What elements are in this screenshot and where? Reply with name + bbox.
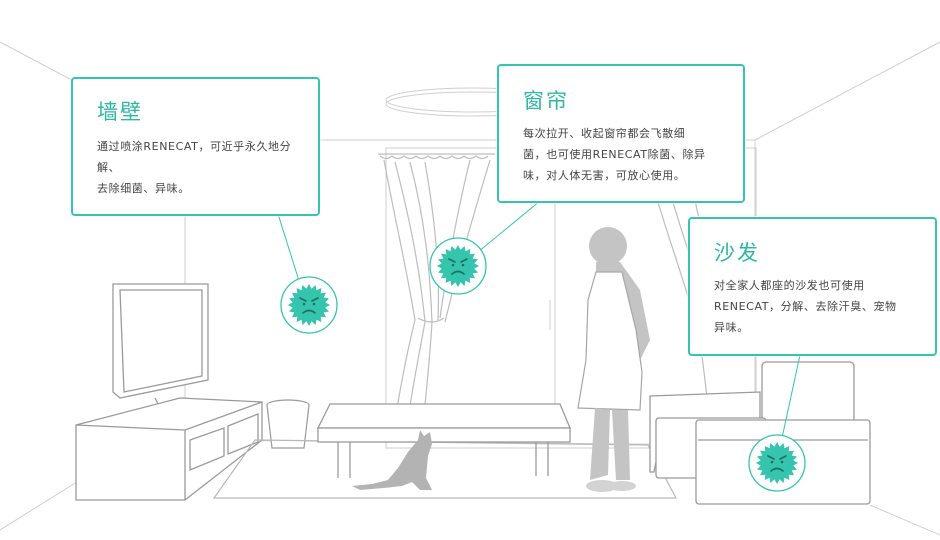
callout-wall: 墙壁 通过喷涂RENECAT，可近乎永久地分解、 去除细菌、异味。 — [71, 77, 320, 216]
callout-text-line: 味，对人体无害，可放心使用。 — [523, 169, 686, 182]
rug — [212, 439, 677, 499]
coffee-table — [316, 403, 571, 478]
callout-connectors — [277, 200, 801, 439]
tv-set — [75, 283, 263, 501]
callout-text-line: 去除细菌、异味。 — [97, 182, 190, 195]
callout-title: 墙壁 — [97, 100, 143, 124]
callout-title: 窗帘 — [523, 89, 569, 113]
callout-text-line: 对全家人都座的沙发也可使用 — [714, 279, 865, 292]
callout-text-line: 通过喷涂RENECAT，可近乎永久地分解、 — [97, 140, 292, 174]
callout-sofa: 沙发 对全家人都座的沙发也可使用 RENECAT，分解、去除汗臭、宠物 异味。 — [688, 217, 937, 356]
callout-title: 沙发 — [714, 241, 760, 265]
germ-icon — [429, 237, 487, 295]
germ-icon — [748, 434, 806, 492]
callout-text-line: 异味。 — [714, 321, 749, 334]
trash-bin — [266, 399, 310, 449]
woman-silhouette — [577, 227, 650, 492]
germ-icon — [280, 276, 338, 334]
germ-icons — [280, 237, 806, 492]
callout-text-line: 每次拉开、收起窗帘都会飞散细 — [523, 127, 686, 140]
callout-curtain: 窗帘 每次拉开、收起窗帘都会飞散细 菌，也可使用RENECAT除菌、除异 味，对… — [497, 64, 745, 203]
callout-text-line: 菌，也可使用RENECAT除菌、除异 — [523, 148, 706, 161]
callout-text-line: RENECAT，分解、去除汗臭、宠物 — [714, 300, 897, 313]
cat-silhouette — [352, 430, 432, 490]
